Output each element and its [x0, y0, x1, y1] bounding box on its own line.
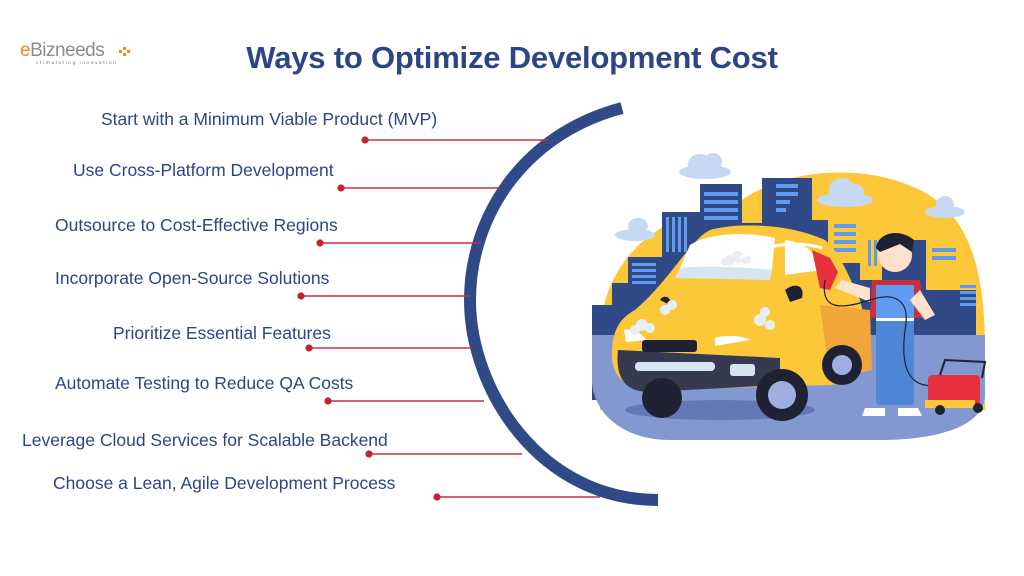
- page-title: Ways to Optimize Development Cost: [246, 40, 778, 75]
- bullet-dot-icon: [361, 136, 369, 144]
- logo-brand-rest: Bizneeds: [30, 40, 105, 61]
- soap-foam: [630, 241, 775, 335]
- item-label: Choose a Lean, Agile Development Process: [53, 473, 396, 493]
- item-label: Incorporate Open-Source Solutions: [55, 268, 330, 288]
- ebizneeds-logo: eBizneeds stimulating innovation: [20, 40, 130, 68]
- yellow-car: [611, 225, 872, 421]
- bullet-dot-icon: [433, 493, 441, 501]
- item-label: Leverage Cloud Services for Scalable Bac…: [22, 430, 388, 450]
- water-spray: [739, 242, 823, 260]
- logo-tagline: stimulating innovation: [36, 61, 118, 66]
- item-label: Outsource to Cost-Effective Regions: [55, 215, 338, 235]
- hose: [823, 279, 941, 387]
- cloud-icon: [615, 153, 965, 241]
- bullet-dot-icon: [337, 184, 345, 192]
- bullet-dot-icon: [316, 239, 324, 247]
- item-label: Use Cross-Platform Development: [73, 160, 334, 180]
- bullet-dot-icon: [365, 450, 373, 458]
- item-label: Prioritize Essential Features: [113, 323, 331, 343]
- logo-wordmark: eBizneeds: [20, 40, 105, 62]
- item-label: Start with a Minimum Viable Product (MVP…: [101, 109, 438, 129]
- car-wash-illustration: [592, 153, 987, 440]
- building-windows: [632, 184, 976, 306]
- bullet-dot-icon: [324, 397, 332, 405]
- bullet-dot-icon: [297, 292, 305, 300]
- semicircle-arc: [463, 102, 659, 506]
- connector-lines: [297, 136, 600, 501]
- pressure-washer: [925, 358, 987, 415]
- bullet-dot-icon: [305, 344, 313, 352]
- logo-arrow-mark-icon: [119, 47, 130, 56]
- logo-e: e: [20, 40, 31, 61]
- item-label: Automate Testing to Reduce QA Costs: [55, 373, 354, 393]
